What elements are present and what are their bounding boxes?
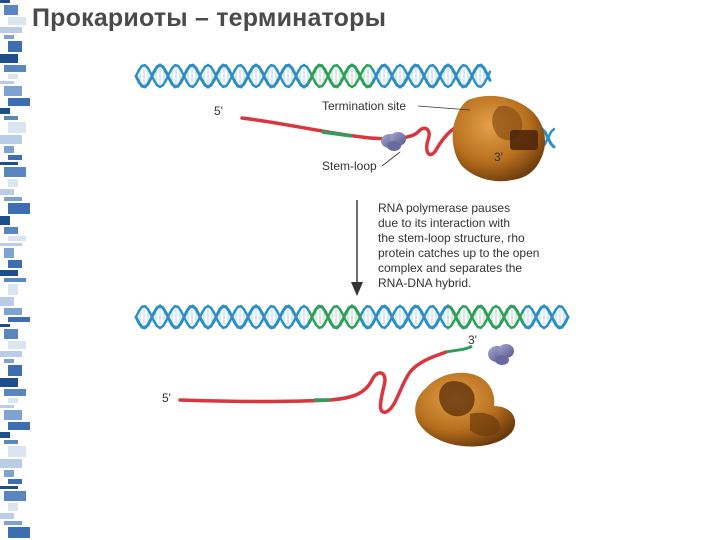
strip-bar (0, 270, 18, 276)
slide-title: Прокариоты – терминаторы (32, 4, 387, 32)
five-prime-label-top: 5' (214, 104, 223, 118)
strip-bar (4, 278, 26, 282)
strip-bar (8, 260, 22, 268)
strip-bar (0, 108, 10, 114)
strip-bar (0, 189, 14, 195)
strip-bar (8, 527, 30, 538)
strip-bar (0, 351, 22, 357)
strip-bar (8, 122, 26, 133)
strip-bar (0, 486, 18, 489)
strip-bar (4, 197, 22, 201)
strip-bar (0, 216, 10, 225)
strip-bar (0, 81, 14, 84)
strip-bar (4, 167, 26, 177)
strip-bar (8, 74, 18, 79)
strip-bar (8, 341, 26, 349)
strip-bar (4, 227, 18, 234)
strip-bar (8, 503, 18, 511)
strip-bar (8, 236, 26, 241)
strip-bar (4, 329, 18, 339)
strip-bar (8, 203, 30, 214)
strip-bar (8, 98, 30, 106)
strip-bar (0, 324, 10, 327)
strip-bar (0, 54, 18, 63)
dna-helix-top (134, 63, 556, 149)
top-panel: 5' Termination site Stem-loop 3' (134, 63, 556, 182)
rna-transcript-bottom (178, 350, 448, 414)
dna-strand-segment (549, 127, 556, 134)
caption-line-5: complex and separates the (378, 261, 522, 275)
dna-strand-segment (563, 309, 570, 319)
rho-protein-bottom (488, 344, 514, 365)
strip-bar (0, 459, 22, 468)
termination-site-label: Termination site (322, 99, 406, 113)
bottom-panel: 3' 5' (134, 304, 570, 447)
strip-bar (8, 41, 22, 52)
strip-bar (4, 470, 14, 477)
strip-bar (8, 422, 30, 430)
strip-bar (0, 162, 18, 165)
strip-bar (0, 27, 22, 33)
strip-bar (4, 491, 26, 501)
strip-bar (4, 410, 22, 420)
strip-bar (8, 479, 22, 484)
strip-bar (4, 248, 14, 258)
strip-bar (4, 308, 22, 315)
strip-bar (8, 284, 18, 295)
strip-bar (0, 378, 18, 387)
dna-helix-bottom (134, 304, 570, 330)
strip-bar (0, 513, 14, 519)
strip-bar (8, 446, 26, 457)
caption-text: RNA polymerase pauses due to its interac… (378, 201, 543, 290)
strip-bar (0, 135, 22, 144)
rna-polymerase-top (452, 95, 546, 182)
strip-bar (0, 0, 10, 3)
strip-bar (8, 398, 18, 403)
decorative-left-strip (0, 0, 30, 540)
strip-bar (4, 359, 14, 363)
caption-line-3: the stem-loop structure, rho (378, 231, 525, 245)
rna-polymerase-bottom (415, 372, 516, 447)
stem-loop-leader (381, 151, 401, 167)
stem-loop-label: Stem-loop (322, 159, 377, 173)
termination-site-leader (417, 105, 471, 111)
strip-bar (0, 243, 22, 246)
strip-bar (0, 432, 10, 438)
strip-bar (8, 17, 26, 25)
caption-line-1: RNA polymerase pauses (378, 201, 510, 215)
strip-bar (0, 405, 14, 408)
three-prime-label-top: 3' (494, 150, 503, 164)
strip-bar (8, 317, 30, 322)
strip-bar (4, 35, 14, 39)
strip-bar (4, 5, 18, 15)
strip-bar (8, 365, 22, 376)
rna-green-segment-bottom (445, 344, 473, 354)
strip-bar (4, 146, 14, 153)
strip-bar (4, 389, 26, 396)
strip-bar (8, 155, 22, 160)
caption-line-2: due to its interaction with (378, 216, 510, 230)
five-prime-label-bottom: 5' (162, 391, 171, 405)
strip-bar (4, 440, 18, 444)
strip-bar (4, 521, 22, 525)
dna-strand-segment (549, 142, 556, 149)
rna-transcript-top (240, 116, 464, 157)
rho-protein-top (381, 132, 406, 151)
strip-bar (0, 297, 14, 306)
strip-bar (4, 116, 18, 120)
caption-line-6: RNA-DNA hybrid. (378, 276, 471, 290)
strip-bar (8, 179, 18, 187)
strip-bar (4, 65, 26, 72)
rna-green-segment-top (321, 130, 353, 138)
downward-arrow (351, 200, 363, 296)
caption-line-4: protein catches up to the open (378, 246, 539, 260)
three-prime-label-bottom: 3' (468, 333, 477, 347)
strip-bar (4, 86, 22, 96)
dna-strand-segment (485, 70, 492, 80)
